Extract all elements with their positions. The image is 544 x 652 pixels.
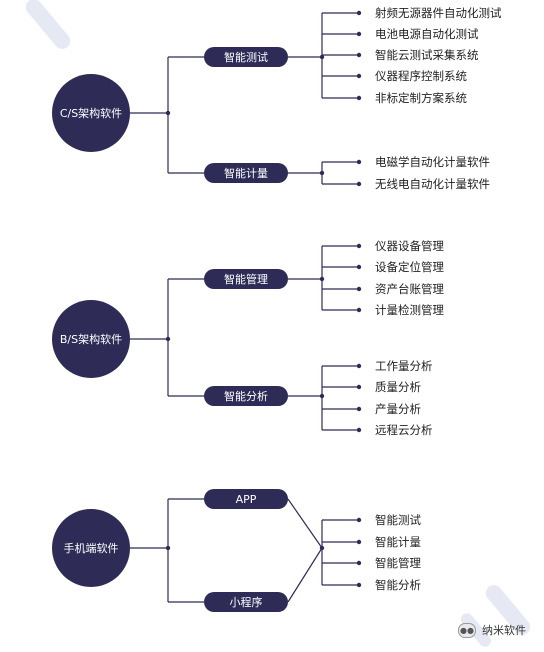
group-label: 手机端软件 <box>63 542 119 555</box>
leaf-item: 远程云分析 <box>375 423 433 437</box>
leaf-dot <box>356 384 362 390</box>
group-label: B/S架构软件 <box>59 333 123 346</box>
group-label: C/S架构软件 <box>59 107 123 120</box>
leaf-item: 无线电自动化计量软件 <box>375 177 490 191</box>
leaf-item: 智能计量 <box>375 535 421 549</box>
leaf-dot <box>356 582 362 588</box>
platform-label: 小程序 <box>229 596 263 609</box>
leaf-dot <box>356 406 362 412</box>
leaf-dot <box>356 73 362 79</box>
leaf-item: 工作量分析 <box>375 359 433 373</box>
leaf-dot <box>356 286 362 292</box>
leaf-dot <box>356 539 362 545</box>
platform-node-app: APP <box>204 489 288 509</box>
watermark: ●● 纳米软件 <box>458 622 526 638</box>
leaf-item: 智能管理 <box>375 556 421 570</box>
leaf-item: 质量分析 <box>375 380 421 394</box>
leaf-item: 智能分析 <box>375 578 421 592</box>
leaf-item: 产量分析 <box>375 402 421 416</box>
leaf-item: 智能云测试采集系统 <box>375 48 479 62</box>
connector-line <box>287 547 323 603</box>
leaf-dot <box>356 159 362 165</box>
leaf-item: 仪器设备管理 <box>375 239 444 253</box>
branch-node-smart-management: 智能管理 <box>204 269 288 289</box>
branch-node-smart-testing: 智能测试 <box>204 47 288 67</box>
leaf-item: 资产台账管理 <box>375 282 444 296</box>
platform-node-mini-program: 小程序 <box>204 592 288 612</box>
branch-label: 智能分析 <box>224 390 268 403</box>
branch-label: 智能管理 <box>224 273 268 286</box>
leaf-item: 设备定位管理 <box>375 260 444 274</box>
leaf-dot <box>356 10 362 16</box>
wechat-icon: ●● <box>458 622 476 638</box>
leaf-dot <box>356 427 362 433</box>
branch-label: 智能计量 <box>224 167 268 180</box>
leaf-item: 电磁学自动化计量软件 <box>375 155 490 169</box>
leaf-dot <box>356 52 362 58</box>
leaf-dot <box>356 243 362 249</box>
group-node-mobile: 手机端软件 <box>52 509 130 587</box>
leaf-item: 仪器程序控制系统 <box>375 69 467 83</box>
leaf-dot <box>356 31 362 37</box>
branch-label: 智能测试 <box>224 51 268 64</box>
leaf-item: 射频无源器件自动化测试 <box>375 6 502 20</box>
leaf-dot <box>356 363 362 369</box>
leaf-dot <box>356 560 362 566</box>
leaf-dot <box>356 264 362 270</box>
group-node-cs: C/S架构软件 <box>52 74 130 152</box>
leaf-item: 非标定制方案系统 <box>375 91 467 105</box>
branch-node-smart-analysis: 智能分析 <box>204 386 288 406</box>
connector-line <box>287 498 323 549</box>
platform-label: APP <box>235 492 257 506</box>
leaf-dot <box>356 95 362 101</box>
leaf-item: 智能测试 <box>375 513 421 527</box>
watermark-text: 纳米软件 <box>482 624 526 637</box>
leaf-item: 电池电源自动化测试 <box>375 27 479 41</box>
leaf-dot <box>356 307 362 313</box>
leaf-dot <box>356 181 362 187</box>
leaf-item: 计量检测管理 <box>375 303 444 317</box>
branch-node-smart-metering: 智能计量 <box>204 163 288 183</box>
group-node-bs: B/S架构软件 <box>52 300 130 378</box>
leaf-dot <box>356 517 362 523</box>
